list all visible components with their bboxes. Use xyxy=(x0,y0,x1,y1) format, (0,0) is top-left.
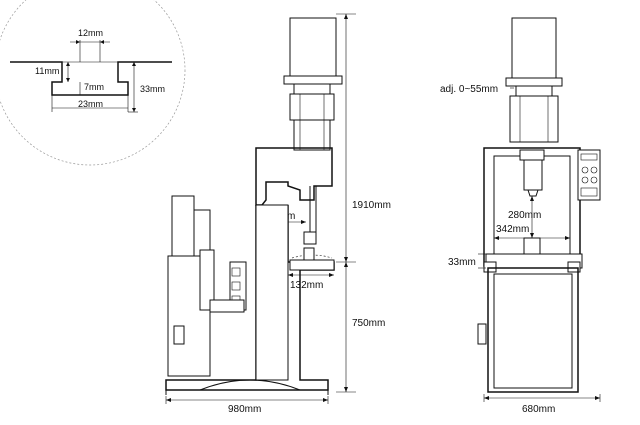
front-overall-width-label: 680mm xyxy=(522,404,555,415)
front-adjustment-label: adj. 0~55mm xyxy=(440,84,498,95)
side-table-height-label: 750mm xyxy=(352,318,385,329)
tslot-neck-height-label: 11mm xyxy=(35,66,59,76)
tslot-top-width-label: 12mm xyxy=(78,28,103,38)
side-overall-depth-label: 980mm xyxy=(228,404,261,415)
front-opening-label: 342mm xyxy=(496,224,529,235)
side-total-height-label: 1910mm xyxy=(352,200,391,211)
tslot-slot-height-label: 7mm xyxy=(84,82,104,92)
tslot-detail: 12mm 11mm 7mm 33mm 23mm xyxy=(0,0,186,166)
side-table-depth-label: 132mm xyxy=(290,280,323,291)
tslot-bottom-width-label: 23mm xyxy=(78,99,103,109)
front-view: adj. 0~55mm 280mm 342mm 3 xyxy=(440,17,601,415)
side-view: 290mm 132mm xyxy=(165,13,391,415)
tslot-total-depth-label: 33mm xyxy=(140,84,165,94)
front-table-thickness-label: 33mm xyxy=(448,257,476,268)
front-stroke-label: 280mm xyxy=(508,210,541,221)
